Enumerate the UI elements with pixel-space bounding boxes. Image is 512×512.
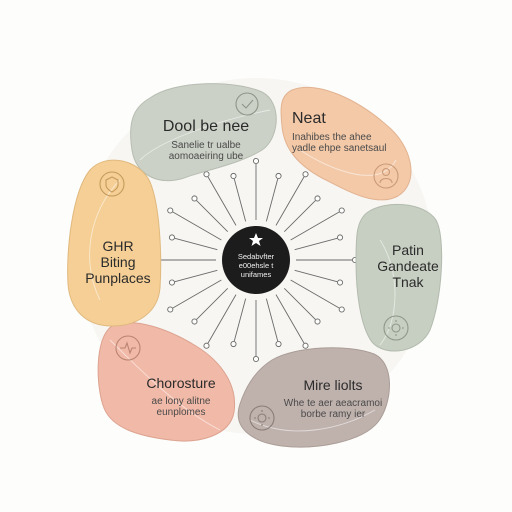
spoke-end-dot [191,195,198,202]
spoke-line [174,269,218,283]
segment-subtitle: Tnak [392,274,424,290]
segment-title: Mire liolts [303,377,363,393]
spoke-end-dot [314,318,321,325]
segment-subtitle: Gandeate [377,258,439,274]
gear-icon [249,405,275,431]
person-icon [373,163,399,189]
spoke-line [172,211,222,241]
check-badge-icon [235,92,259,116]
center-hub[interactable] [222,226,290,294]
segment-subtitle: Biting [100,254,136,270]
spoke-end-dot [167,306,174,313]
segment-subtitle: aomoaeiring ube [168,151,244,162]
hub-label-line: unifames [240,270,272,279]
spoke-line [174,237,218,251]
spoke-end-dot [168,279,176,286]
spoke-line [283,200,316,233]
segment-subtitle: Inahibes the ahee [292,132,372,143]
spoke-end-dot [275,340,282,348]
spoke-end-dot [314,195,321,202]
segment-subtitle: Punplaces [85,270,151,286]
spoke-line [233,298,247,342]
spoke-line [233,178,247,222]
spoke-line [265,298,279,342]
spoke-end-dot [336,279,344,286]
spoke-line [207,176,237,226]
segment-subtitle: borbe ramy ier [300,409,366,420]
segment-subtitle: ae lony alitne [151,396,211,407]
spoke-end-dot [230,340,237,348]
hub-label-line: e00ehsle t [238,261,274,270]
segment-label-top: Dool be nee Sanelie tr ualbe aomoaeiring… [146,118,266,162]
segment-title: Dool be nee [162,118,250,135]
spoke-end-dot [168,234,176,241]
segment-blob-top-right[interactable] [280,86,412,201]
segment-blob-right[interactable] [355,203,443,352]
hub-label: Sedabvfter e00ehsle t unifames [222,252,290,279]
star-icon [249,233,263,246]
spoke-end-dot [338,306,345,313]
segment-blob-left[interactable] [67,159,162,327]
segment-title: GHR [102,238,134,254]
segment-title: Chorosture [146,375,216,391]
spoke-line [265,178,279,222]
spoke-end-dot [191,318,198,325]
segment-blob-top[interactable] [130,83,277,182]
radial-spokes [153,157,359,363]
spoke-end-dot [252,157,260,165]
spoke-line [283,287,316,320]
spoke-end-dot [275,172,282,180]
spoke-line [290,279,340,309]
hub-label-line: Sedabvfter [237,252,275,261]
spoke-end-dot [203,171,210,178]
spoke-end-dot [203,342,210,349]
spoke-end-dot [338,207,345,214]
pulse-icon [115,335,141,361]
spoke-line [172,279,222,309]
segment-label-top-right: Neat Inahibes the ahee yadle ehpe sanets… [292,110,388,154]
segment-blob-bottom-right[interactable] [237,347,390,448]
segment-subtitle: yadle ehpe sanetsaul [292,143,387,154]
spoke-line [294,237,338,251]
segment-subtitle: Sanelie tr ualbe [171,140,241,151]
spoke-line [275,176,305,226]
segment-label-bottom-right: Mire liolts Whe te aer aeacramoi borbe r… [270,376,396,420]
spoke-end-dot [167,207,174,214]
spoke-end-dot [252,355,260,363]
spoke-end-dot [302,171,309,178]
spoke-line [294,269,338,283]
segment-subtitle: Whe te aer aeacramoi [283,398,383,409]
gear-icon [383,315,409,341]
spoke-line [196,200,229,233]
spoke-end-dot [230,172,237,180]
segment-title: Neat [292,110,326,127]
segment-label-bottom-left: Chorosture ae lony alitne eunplomes [124,374,238,418]
segment-title: Patin [392,242,424,258]
spoke-line [196,287,229,320]
spoke-line [207,294,237,344]
shield-icon [99,171,125,197]
segment-blob-bottom-left[interactable] [97,322,236,442]
segment-label-right: Patin Gandeate Tnak [360,242,456,290]
spoke-end-dot [336,234,344,241]
spoke-line [290,211,340,241]
segment-subtitle: eunplomes [156,407,206,418]
spoke-end-dot [302,342,309,349]
spoke-line [275,294,305,344]
segment-label-left: GHR Biting Punplaces [70,238,166,286]
